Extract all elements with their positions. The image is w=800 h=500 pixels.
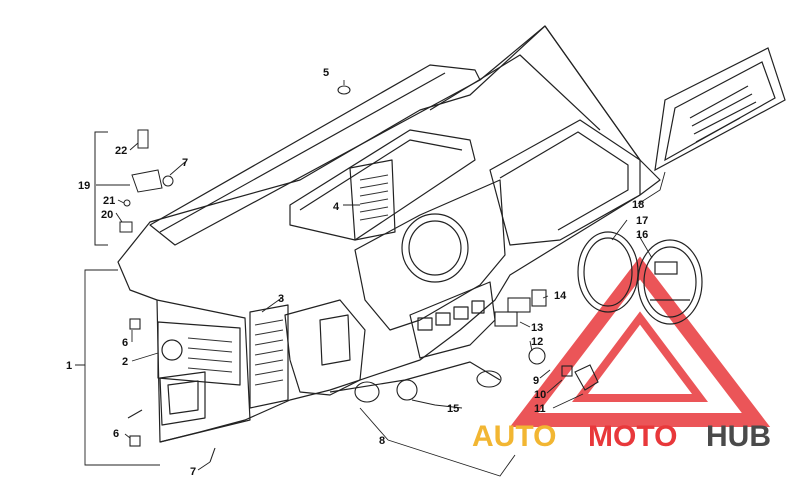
callout-15: 15 <box>447 403 459 415</box>
callout-2: 2 <box>122 356 128 368</box>
watermark-hub: HUB <box>706 420 771 453</box>
callout-9: 9 <box>533 375 539 387</box>
callout-6b: 6 <box>113 428 119 440</box>
callout-11: 11 <box>534 403 546 415</box>
callout-18: 18 <box>632 199 644 211</box>
callout-1: 1 <box>66 360 72 372</box>
callout-4: 4 <box>333 201 340 213</box>
loose-hardware <box>127 85 599 463</box>
hardware-group-19 <box>94 129 174 246</box>
callout-20: 20 <box>101 209 113 221</box>
gauge-bezel-17 <box>577 231 639 313</box>
callout-12: 12 <box>531 336 543 348</box>
callout-3: 3 <box>278 293 284 305</box>
dashboard-body <box>117 25 661 443</box>
watermark-moto: MOTO <box>588 420 677 453</box>
callout-6a: 6 <box>122 337 128 349</box>
gauge-16 <box>637 239 703 325</box>
callout-17: 17 <box>636 215 648 227</box>
callout-14: 14 <box>554 290 567 302</box>
decal-panel-18 <box>654 47 786 172</box>
callout-10: 10 <box>534 389 546 401</box>
callout-7b: 7 <box>190 466 196 478</box>
callout-13: 13 <box>531 322 543 334</box>
watermark-auto: AUTO <box>472 420 556 453</box>
callout-19: 19 <box>78 180 90 192</box>
decal-text-lines <box>187 174 389 386</box>
callout-8: 8 <box>379 435 385 447</box>
decal-warning-center <box>349 159 396 241</box>
callout-5: 5 <box>323 67 329 79</box>
callout-7a: 7 <box>182 157 188 169</box>
decal-warning-left <box>157 321 241 386</box>
decal-warning-side <box>249 304 289 409</box>
callout-21: 21 <box>103 195 115 207</box>
leader-lines <box>75 80 666 477</box>
watermark-logo-text: AUTO MOTO HUB <box>472 420 771 453</box>
watermark-logo-triangle <box>509 256 771 427</box>
callout-labels: 1 2 3 4 5 6 6 7 7 8 9 10 11 12 13 14 15 … <box>66 67 648 478</box>
callout-22: 22 <box>115 145 127 157</box>
callout-16: 16 <box>636 229 648 241</box>
